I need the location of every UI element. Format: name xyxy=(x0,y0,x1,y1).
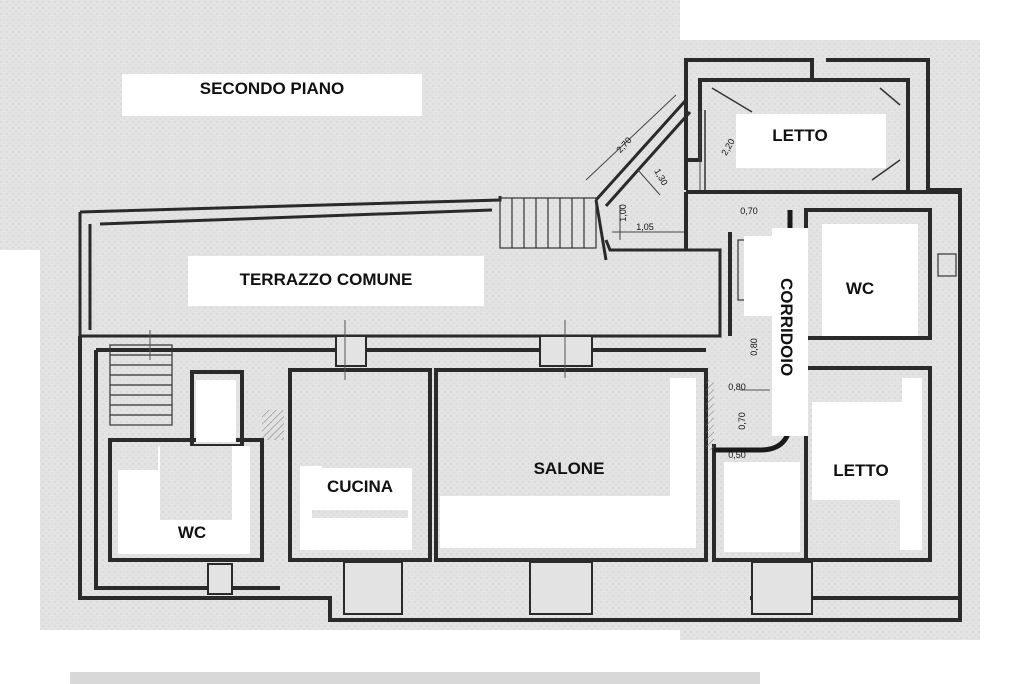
stair-diagonal-wall xyxy=(594,98,692,261)
dimension-lines xyxy=(585,94,701,240)
paper-scan-bottom xyxy=(70,672,760,684)
dimension-label: 0,80 xyxy=(728,382,746,392)
dimension-label: 1,05 xyxy=(636,222,654,232)
room-label-salone: SALONE xyxy=(533,459,605,478)
dimension-label: 0,70 xyxy=(740,206,758,216)
room-label-letto-top: LETTO xyxy=(772,126,828,145)
internal-openings xyxy=(149,320,770,391)
room-label-wc-left: WC xyxy=(177,523,207,542)
plan-title: SECONDO PIANO xyxy=(199,79,345,98)
room-label-terrazzo-comune: TERRAZZO COMUNE xyxy=(239,270,413,289)
hatched-partitions xyxy=(262,380,714,450)
room-label-letto-right: LETTO xyxy=(833,461,889,480)
room-label-wc-right: WC xyxy=(845,279,875,298)
terrace-stairs xyxy=(499,197,597,249)
letto-top-diagonals xyxy=(704,87,901,190)
dimension-label: 0,80 xyxy=(749,338,759,356)
room-label-cucina: CUCINA xyxy=(326,477,394,496)
dimension-label: 0,70 xyxy=(737,412,747,430)
facade-windows xyxy=(207,335,813,615)
dimension-label: 0,50 xyxy=(728,450,746,460)
dimension-label: 1,00 xyxy=(618,204,628,222)
right-wing-walls xyxy=(684,190,962,600)
room-label-corridoio: CORRIDOIO xyxy=(777,277,796,377)
room-shape-masks xyxy=(118,378,902,550)
